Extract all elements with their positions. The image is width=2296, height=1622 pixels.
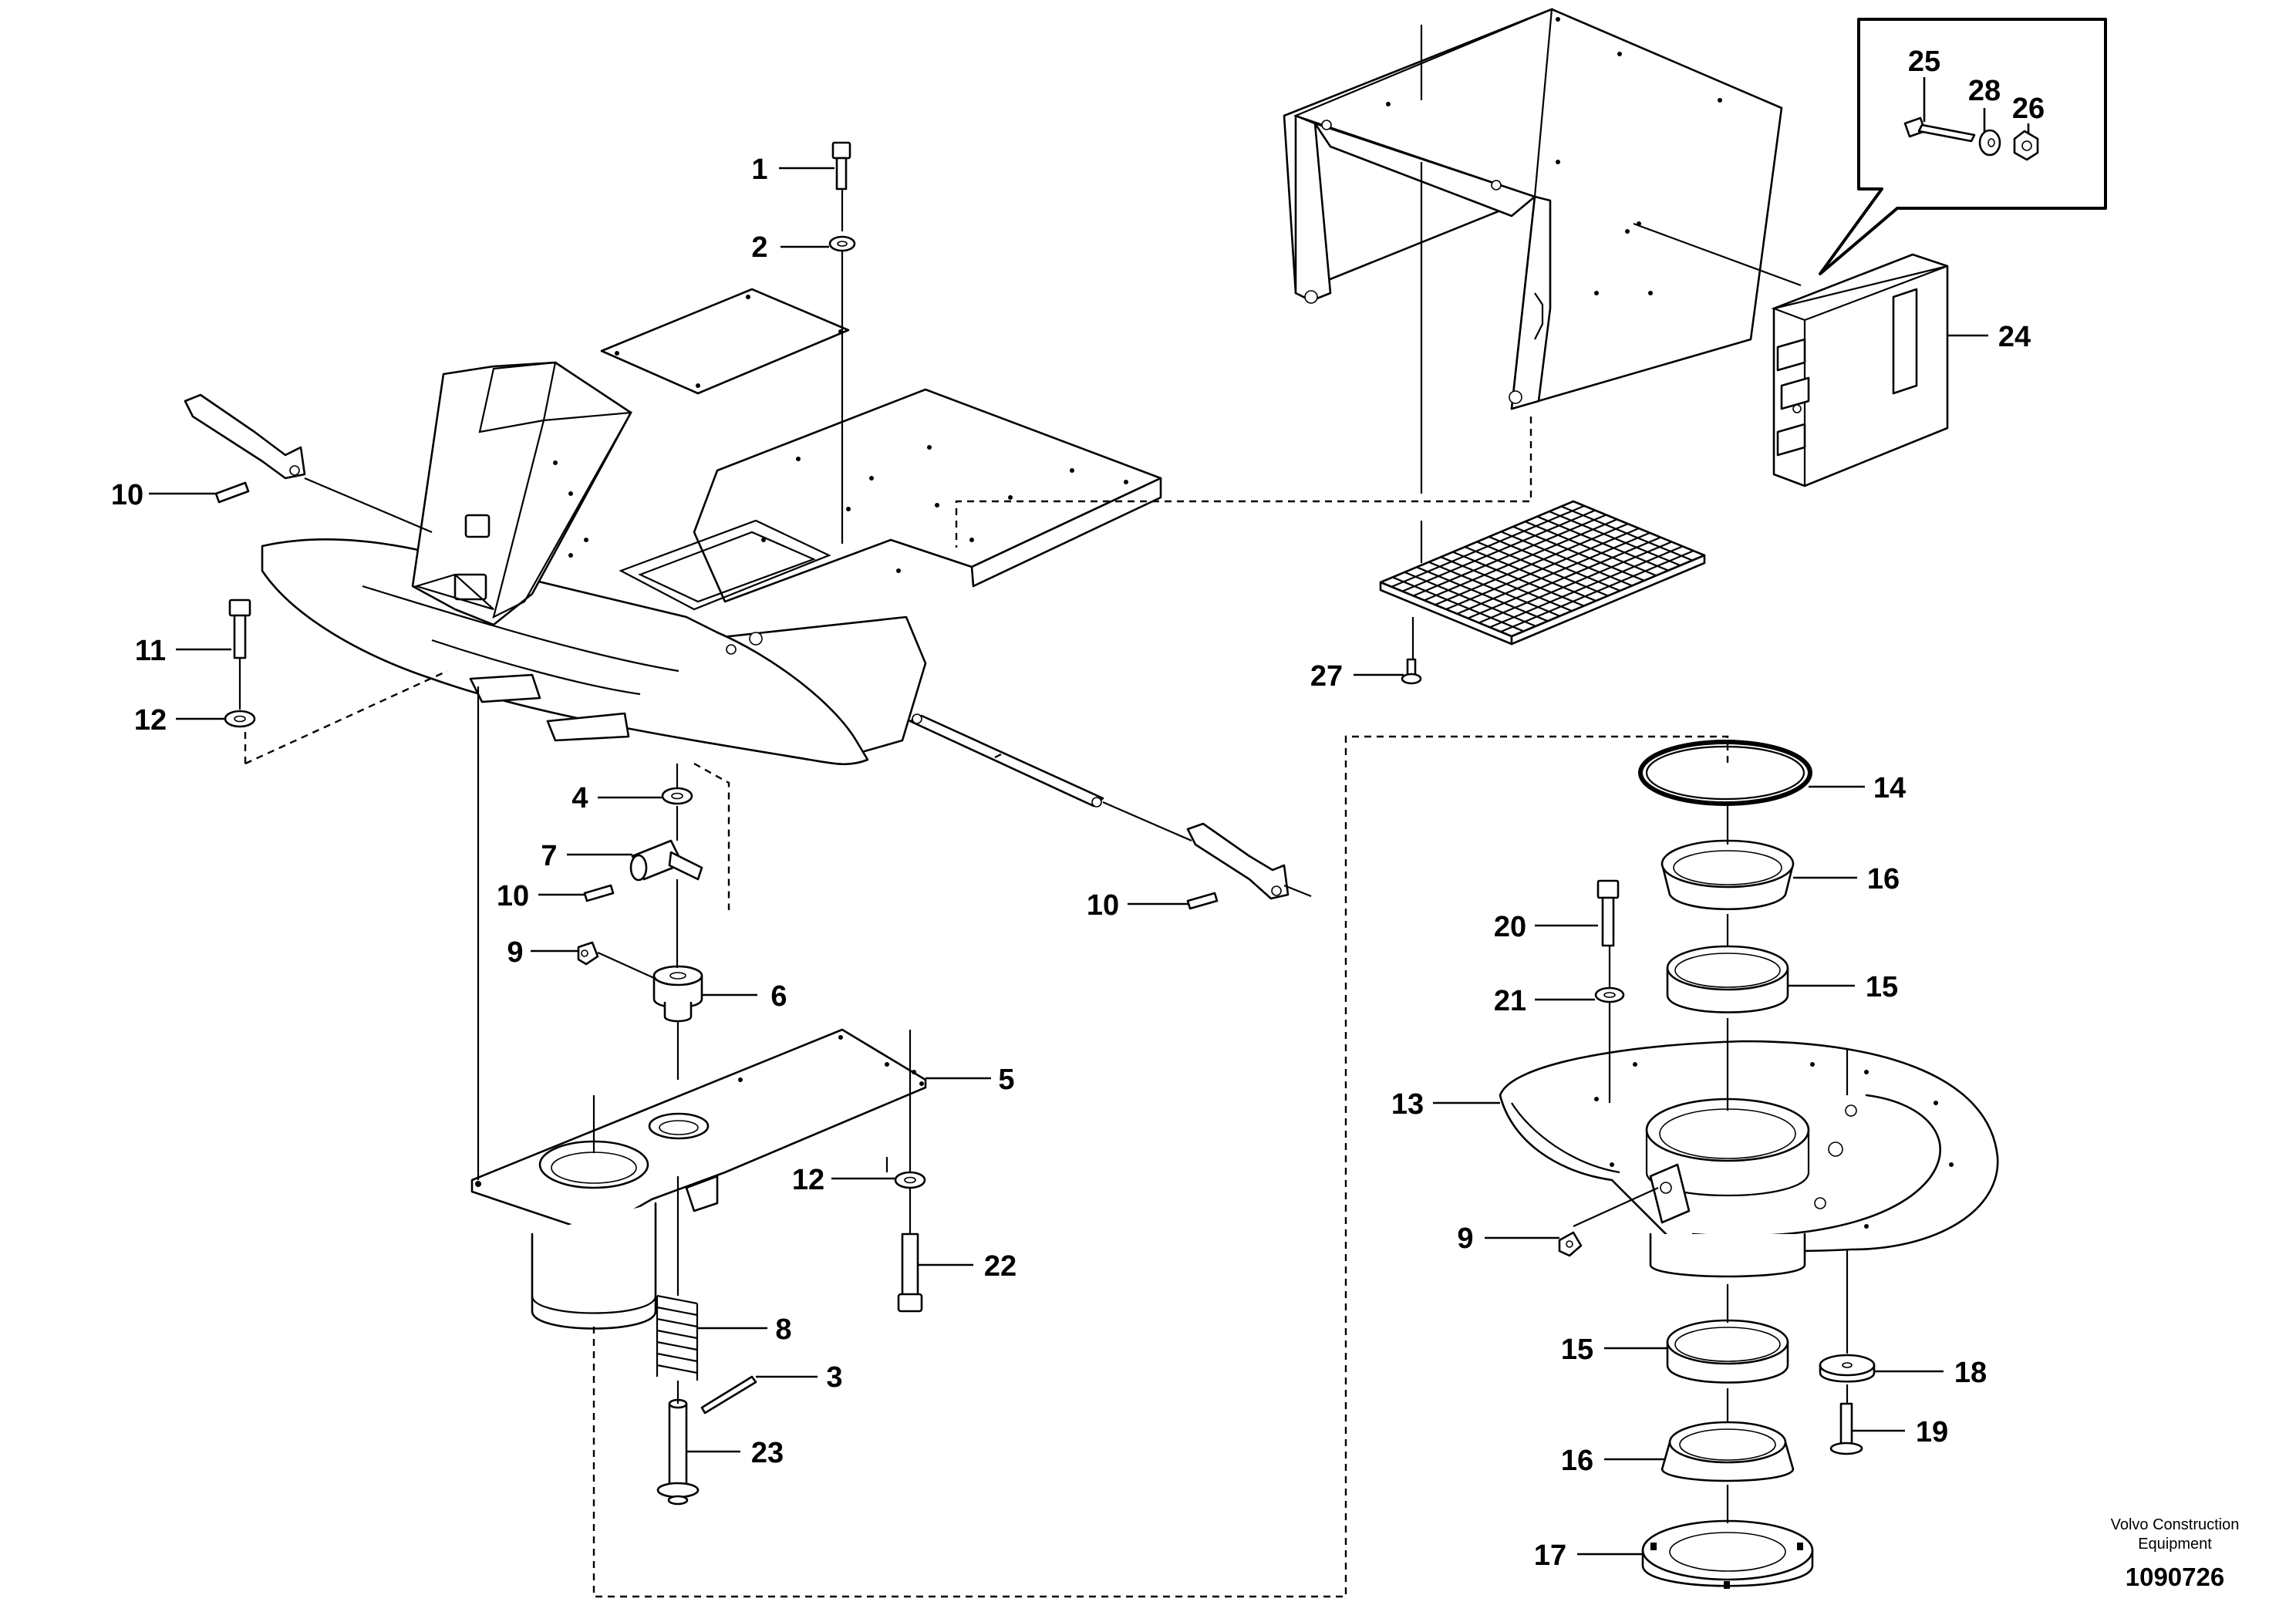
bushing-6	[652, 965, 703, 1023]
grille	[1379, 500, 1706, 646]
washer-12-left	[224, 710, 256, 728]
callout-11: 11	[135, 635, 166, 667]
spring-8	[656, 1294, 699, 1381]
bushing-15-bottom	[1666, 1319, 1789, 1384]
dashed-connectors	[244, 416, 1729, 1598]
pin-10-right	[1186, 892, 1219, 910]
callout-4: 4	[571, 782, 588, 814]
callout-21: 21	[1494, 985, 1526, 1017]
pedestal-plate-5	[470, 1028, 927, 1330]
callout-12-left: 12	[134, 704, 167, 737]
callout-17: 17	[1534, 1539, 1566, 1572]
callout-19: 19	[1916, 1416, 1948, 1448]
callout-20: 20	[1494, 911, 1526, 943]
callout-23: 23	[751, 1437, 784, 1469]
shaft-23	[656, 1398, 700, 1506]
pivot-pin-7	[629, 839, 703, 882]
screw-27	[1401, 658, 1422, 685]
screw-19	[1829, 1402, 1863, 1455]
callout-7: 7	[541, 840, 557, 872]
grease-nipple-9-left	[577, 941, 599, 966]
seal-ring-14	[1638, 740, 1812, 806]
callout-15-top: 15	[1866, 971, 1898, 1003]
callout-5: 5	[998, 1064, 1014, 1096]
callout-9-left: 9	[507, 936, 523, 969]
bushing-15-top	[1666, 945, 1789, 1013]
grease-nipple-9-right	[1558, 1231, 1583, 1257]
callout-26: 26	[2012, 93, 2045, 125]
callout-8: 8	[775, 1313, 791, 1346]
callout-24: 24	[1998, 321, 2031, 353]
bolt-22	[897, 1233, 923, 1313]
swing-plate-13	[1499, 1040, 1999, 1278]
callout-13: 13	[1391, 1088, 1424, 1121]
cover-box	[1283, 8, 1783, 410]
disc-18	[1819, 1354, 1876, 1383]
callout-2: 2	[751, 231, 767, 264]
callout-10-left: 10	[111, 479, 143, 511]
callout-14: 14	[1873, 772, 1906, 804]
bolt-11	[228, 599, 251, 659]
brand-line-1: Volvo Construction	[2111, 1516, 2240, 1533]
pedal-right	[1186, 822, 1290, 900]
washer-12-right	[894, 1171, 926, 1189]
callout-9-right: 9	[1457, 1222, 1473, 1255]
washer-2	[828, 235, 856, 252]
linkage-rod	[909, 713, 1104, 808]
callout-16-top: 16	[1867, 863, 1900, 895]
brand-line-2: Equipment	[2138, 1536, 2212, 1553]
callout-22: 22	[984, 1250, 1017, 1283]
control-unit-24	[1771, 253, 1949, 487]
pin-10-left	[214, 481, 250, 504]
pin-3	[700, 1375, 757, 1415]
center-lines	[238, 25, 1849, 1523]
footer: Volvo Construction Equipment 1090726	[2111, 1516, 2240, 1591]
bushing-16-bottom	[1660, 1421, 1795, 1482]
pedal-left	[184, 393, 306, 480]
callout-12-right: 12	[792, 1164, 824, 1196]
bolt-20	[1596, 879, 1620, 947]
drawing-number: 1090726	[2126, 1563, 2224, 1591]
callout-25: 25	[1908, 46, 1940, 78]
leader-lines	[149, 77, 2030, 1556]
washer-4	[661, 787, 693, 805]
callout-3: 3	[826, 1361, 842, 1394]
bolt-1	[831, 141, 851, 191]
callout-10-right: 10	[1087, 889, 1119, 922]
callout-16-bottom: 16	[1561, 1445, 1593, 1477]
bushing-16-top	[1660, 839, 1795, 911]
callout-1: 1	[751, 153, 767, 186]
callout-15-bottom: 15	[1561, 1334, 1593, 1366]
detail-inset	[1819, 18, 2107, 275]
callout-labels: 1 2 3 4 5 6 7 8 9 9 10 10 10 11 12 12 13…	[111, 46, 2045, 1572]
callout-10-center: 10	[497, 880, 529, 912]
nut-ring-17	[1641, 1519, 1814, 1589]
callout-6: 6	[770, 980, 787, 1013]
callout-18: 18	[1954, 1357, 1987, 1389]
callout-28: 28	[1968, 75, 2001, 107]
pin-10-center	[583, 884, 615, 902]
cab-floor-frame	[261, 288, 1162, 766]
washer-21	[1594, 986, 1625, 1003]
callout-27: 27	[1310, 660, 1343, 693]
